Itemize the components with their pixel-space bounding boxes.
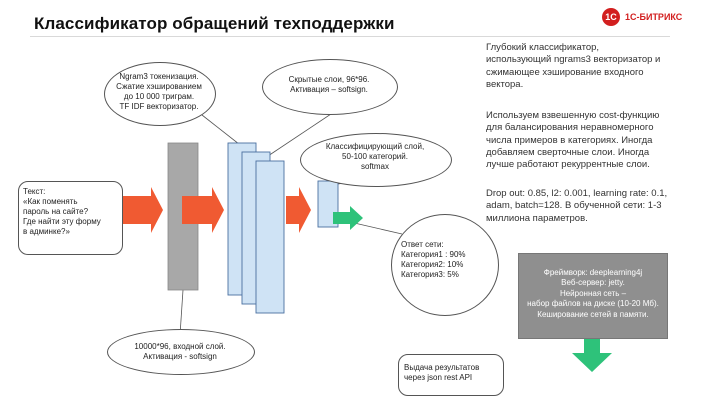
title-divider: [30, 36, 670, 37]
input-layer-callout: [107, 329, 255, 375]
input-text-callout-text: Текст: «Как поменять пароль на сайте? Гд…: [23, 187, 101, 236]
framework-box: [518, 253, 668, 339]
note-deep-classifier: Глубокий классификатор, использующий ngr…: [486, 42, 661, 91]
ngram-pointer: [201, 114, 245, 149]
arrow-text-to-input: [121, 187, 163, 233]
logo-mark: 1С: [602, 8, 620, 26]
bitrix-logo: 1С 1С-БИТРИКС: [602, 6, 712, 28]
ngram-callout: [104, 62, 216, 126]
arrow-hidden-to-classifier: [286, 187, 311, 233]
input-layer-callout-text: 10000*96, входной слой. Активация - soft…: [134, 342, 226, 361]
hidden-layers-callout-text: Скрытые слои, 96*96. Активация – softsig…: [288, 75, 370, 94]
note-hyperparameters: Drop out: 0.85, l2: 0.001, learning rate…: [486, 188, 668, 224]
arrow-input-to-hidden: [182, 187, 224, 233]
slide-title: Классификатор обращений техподдержки: [34, 14, 395, 33]
arrow-to-output: [333, 206, 363, 230]
hidden-pointer: [261, 107, 341, 161]
classifier-callout: [300, 133, 452, 187]
note-cost-function: Используем взвешенную cost-функцию для б…: [486, 110, 660, 171]
result-callout: [398, 354, 504, 396]
classifier-callout-text: Классифицирующий слой, 50-100 категорий.…: [325, 142, 425, 171]
ngram-callout-text: Ngram3 токенизация. Сжатие хэшированием …: [116, 72, 202, 111]
input-text-callout: [18, 181, 123, 255]
framework-text: Фреймворк: deeplearning4j Веб-сервер: je…: [527, 268, 659, 319]
output-pointer: [349, 221, 403, 235]
logo-text: 1С-БИТРИКС: [625, 12, 683, 22]
input-layer-pointer: [179, 289, 184, 336]
output-callout-text: Ответ сети: Категория1 : 90% Категория2:…: [401, 240, 466, 279]
hidden-layers-callout: [262, 59, 398, 115]
arrow-to-result: [572, 332, 612, 372]
result-callout-text: Выдача результатов через json rest API: [404, 363, 480, 382]
hidden-layer-3: [255, 160, 285, 314]
output-callout: [391, 214, 499, 316]
